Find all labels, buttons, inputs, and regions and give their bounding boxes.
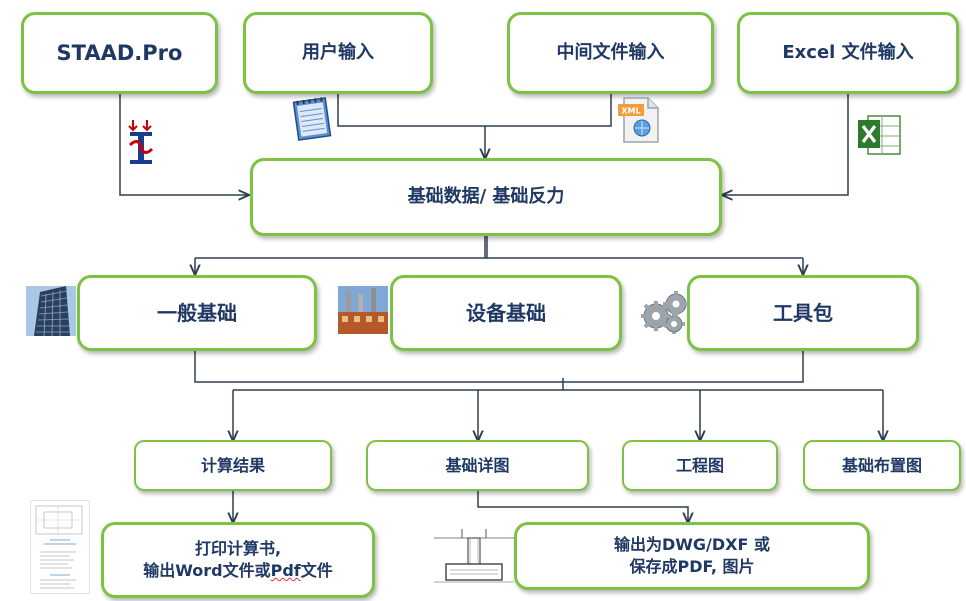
layout-drawing-label: 基础布置图: [841, 455, 922, 475]
factory-photo-icon: [338, 286, 388, 334]
toolkit-box: 工具包: [687, 275, 919, 351]
excel-input-box: Excel 文件输入: [737, 12, 959, 94]
gears-icon: [641, 291, 689, 334]
user-input-box: 用户输入: [243, 12, 433, 94]
print-report-text: 打印计算书, 输出Word文件或Pdf文件: [143, 538, 333, 581]
calc-results-box: 计算结果: [134, 440, 332, 491]
svg-text:XML: XML: [621, 107, 640, 116]
general-foundation-label: 一般基础: [157, 300, 237, 325]
user-input-label: 用户输入: [302, 41, 374, 63]
foundation-data-box: 基础数据/ 基础反力: [250, 158, 722, 236]
staad-pro-box: STAAD.Pro: [21, 12, 218, 94]
report-thumbnail-icon: [30, 500, 90, 594]
foundation-detail-box: 基础详图: [366, 440, 589, 491]
calc-results-label: 计算结果: [200, 455, 265, 475]
engineering-drawing-label: 工程图: [675, 455, 724, 475]
toolkit-label: 工具包: [773, 300, 833, 325]
intermediate-file-label: 中间文件输入: [556, 41, 665, 63]
print-report-line1: 打印计算书,: [194, 539, 282, 559]
print-report-line2-c: 文件: [300, 561, 333, 580]
print-report-line2-b: Pdf: [270, 561, 301, 580]
staad-pro-icon: [128, 120, 154, 164]
equipment-foundation-box: 设备基础: [390, 275, 622, 351]
notepad-icon: [292, 97, 332, 141]
foundation-data-label: 基础数据/ 基础反力: [407, 185, 565, 207]
excel-input-label: Excel 文件输入: [782, 41, 914, 63]
staad-pro-label: STAAD.Pro: [56, 40, 183, 65]
building-photo-icon: [26, 286, 76, 336]
export-drawing-label: 输出为DWG/DXF 或 保存成PDF, 图片: [613, 535, 771, 576]
print-report-box: 打印计算书, 输出Word文件或Pdf文件: [101, 522, 375, 598]
layout-drawing-box: 基础布置图: [803, 440, 961, 491]
equipment-foundation-label: 设备基础: [466, 300, 546, 325]
export-drawing-box: 输出为DWG/DXF 或 保存成PDF, 图片: [514, 522, 870, 590]
intermediate-file-box: 中间文件输入: [507, 12, 714, 94]
print-report-line2-a: 输出Word文件或: [143, 561, 271, 580]
excel-icon: [858, 115, 901, 155]
engineering-drawing-box: 工程图: [622, 440, 778, 491]
xml-file-icon: XML: [618, 97, 659, 143]
drawing-thumbnail-icon: [434, 529, 514, 583]
foundation-detail-label: 基础详图: [445, 455, 510, 475]
general-foundation-box: 一般基础: [77, 275, 317, 351]
